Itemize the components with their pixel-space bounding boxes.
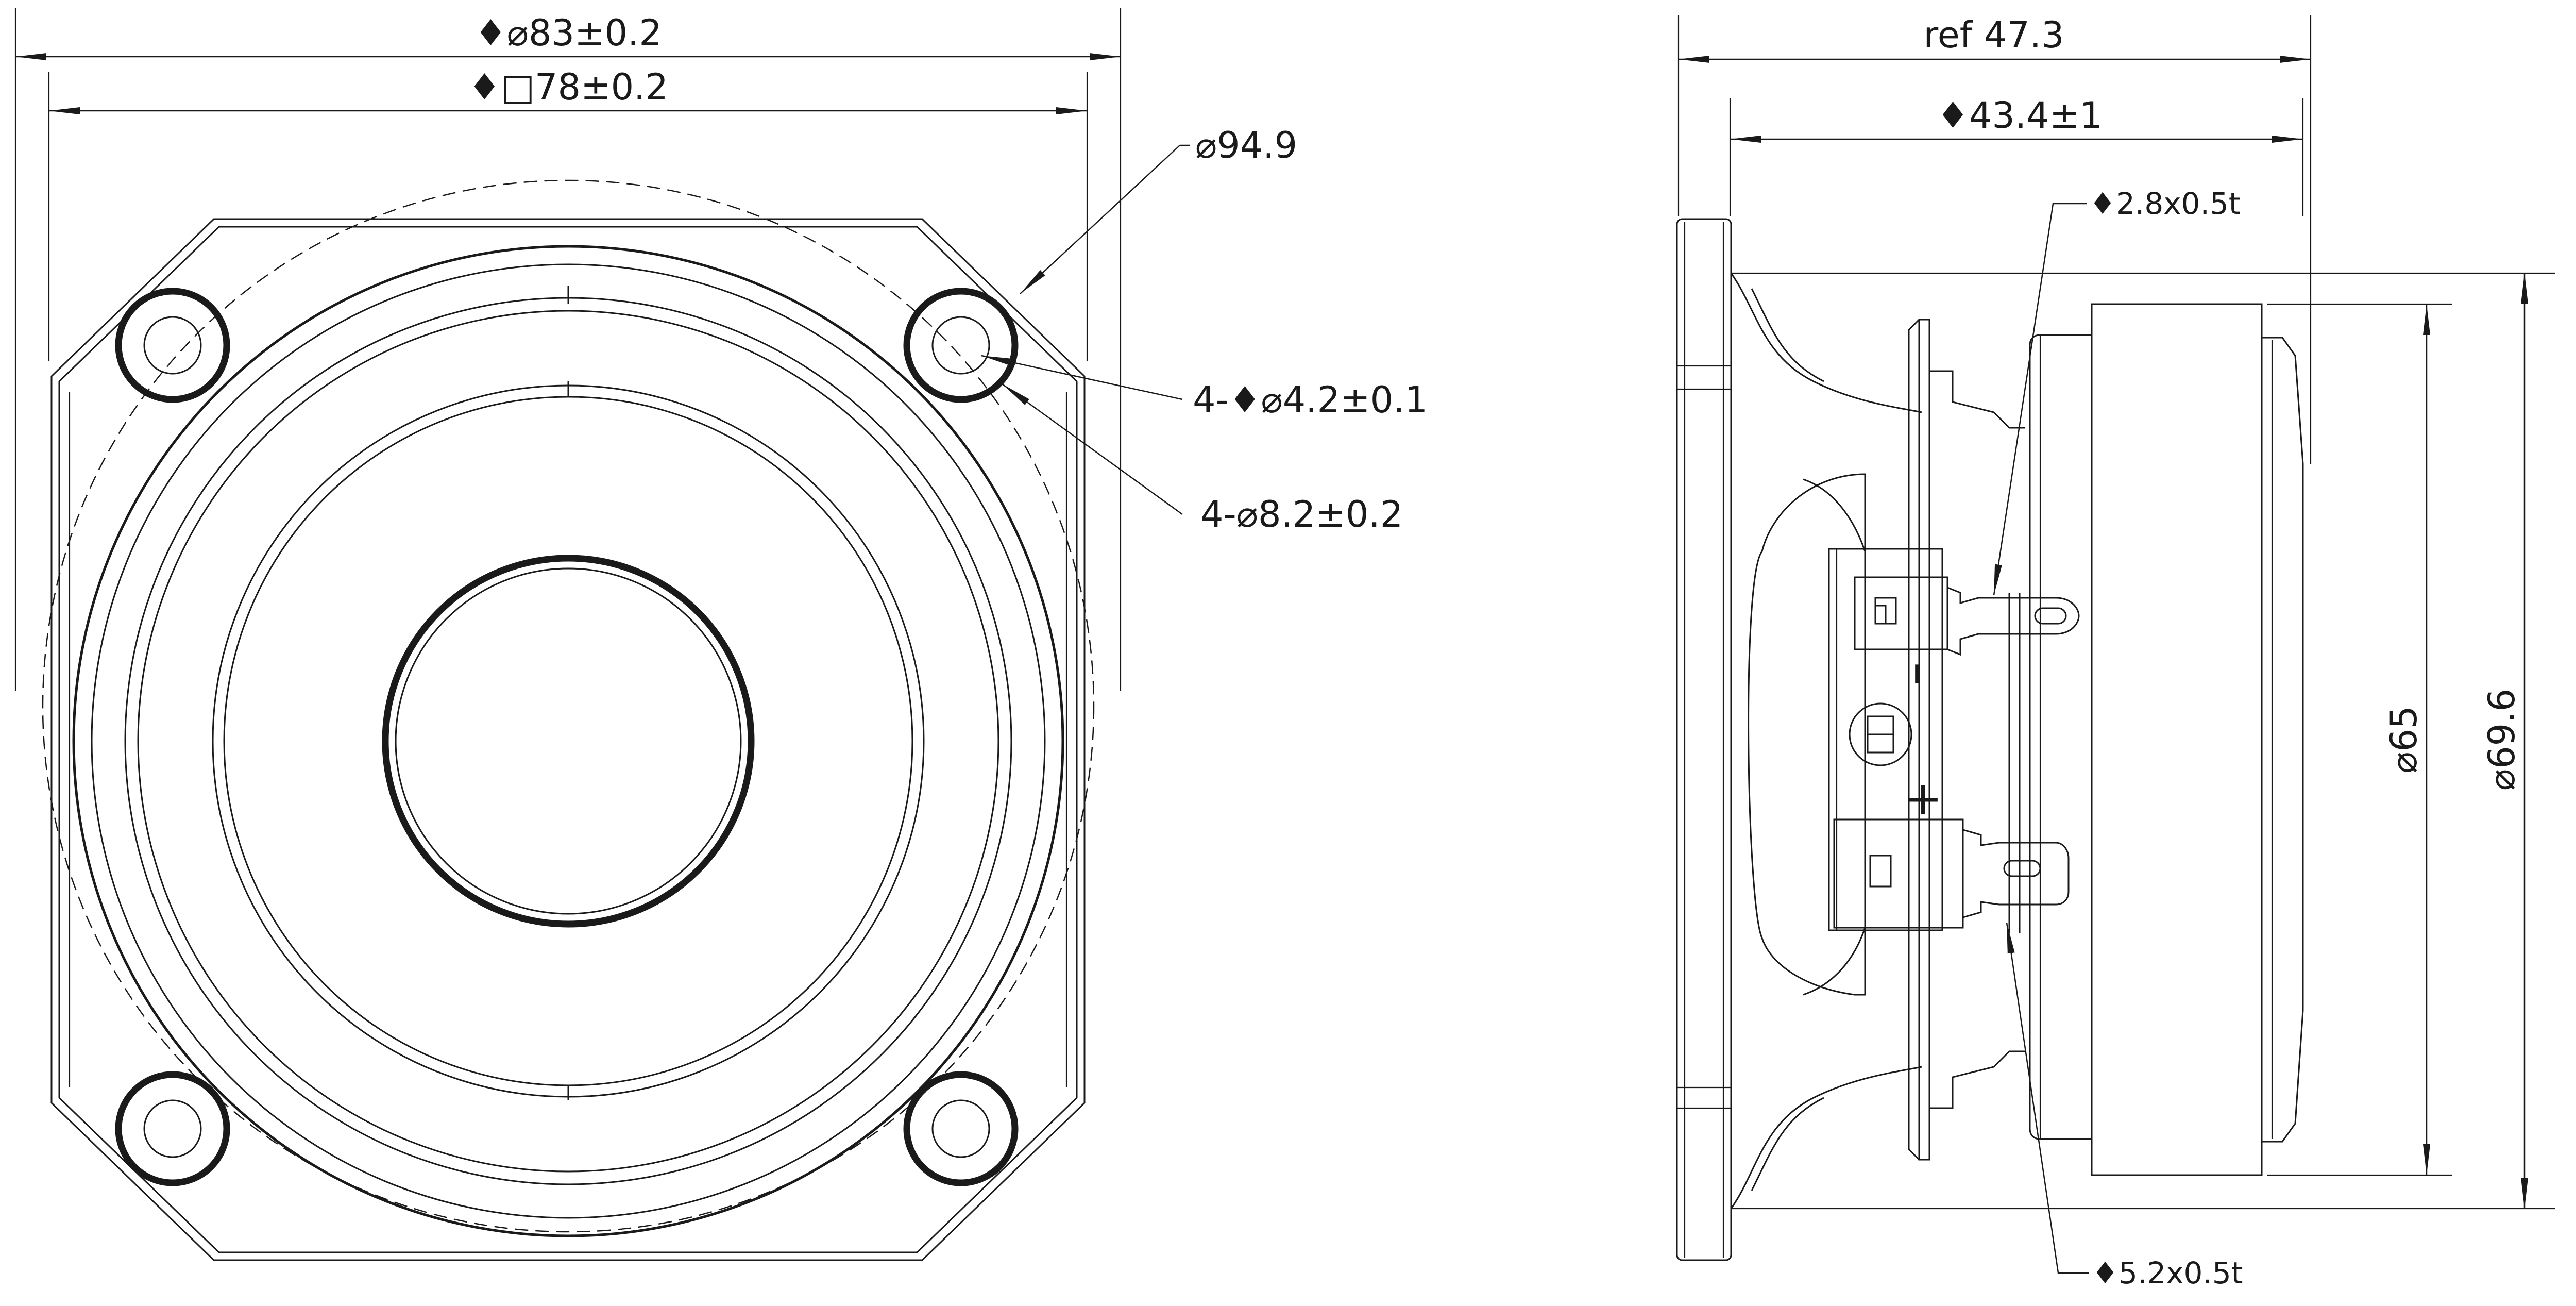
terminal-board (1828, 548, 1943, 931)
cone-side (1748, 473, 1866, 996)
dim-square: ♦□78±0.2 (468, 66, 668, 108)
mounting-hole-bottom-right (903, 1071, 1019, 1186)
magnet-plate (2029, 334, 2093, 1140)
frame-inner-outline (58, 226, 1078, 1253)
mounting-hole-top-left (115, 288, 230, 403)
pcd-circle (42, 179, 1095, 1233)
frame-outline (50, 218, 1086, 1261)
basket-rim (72, 245, 1064, 1237)
dim-hole-inner: 4-♦⌀4.2±0.1 (1193, 379, 1428, 421)
basket-profile (1730, 273, 1922, 1209)
dim-basket: ⌀69.6 (2481, 689, 2523, 791)
dim-magnet: ⌀65 (2383, 706, 2425, 773)
dim-ref-depth: ref 47.3 (1923, 14, 2064, 56)
dim-depth: ♦43.4±1 (1937, 94, 2103, 137)
dim-outer-diameter: ♦⌀83±0.2 (474, 12, 662, 54)
dim-pcd: ⌀94.9 (1195, 124, 1297, 166)
front-view: ♦⌀83±0.2 ♦□78±0.2 (14, 8, 1428, 1261)
polarity-minus: – (1887, 662, 1941, 685)
mounting-hole-bottom-left (115, 1071, 230, 1186)
dim-large-terminal: ♦5.2x0.5t (2092, 1255, 2243, 1291)
polarity-marker: – + (1849, 662, 1942, 826)
back-plate (2261, 337, 2304, 1143)
rear-plate (1918, 319, 1930, 1161)
mounting-hole-top-right (903, 288, 1019, 403)
terminal-small (1854, 576, 2080, 656)
side-view: ref 47.3 ♦43.4±1 (1676, 14, 2555, 1291)
front-flange (1676, 218, 1732, 1261)
terminal-large (1833, 818, 2070, 929)
dim-hole-outer: 4-⌀8.2±0.2 (1200, 493, 1403, 535)
dim-small-terminal: ♦2.8x0.5t (2089, 186, 2241, 221)
dust-cap (382, 555, 755, 928)
magnet (2091, 303, 2263, 1176)
polarity-plus: + (1904, 772, 1942, 826)
